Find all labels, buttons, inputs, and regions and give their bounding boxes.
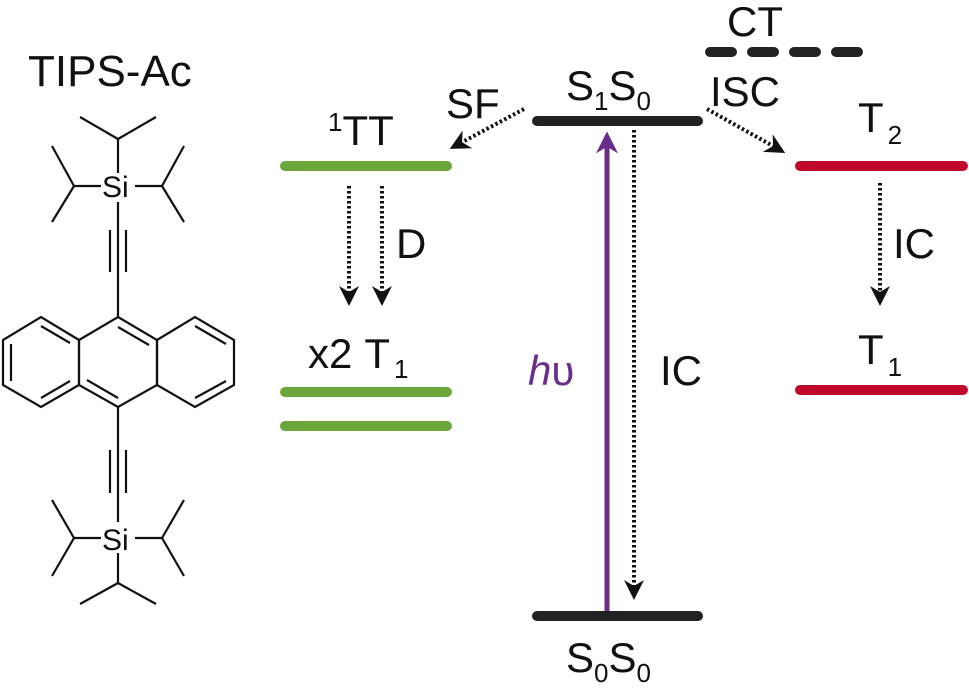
silicon-label-bottom: Si — [102, 524, 129, 557]
s0s0-label: S0S0 — [566, 634, 651, 688]
tips-acene-structure — [1, 116, 236, 605]
isc-label: ISC — [710, 68, 780, 115]
ic-label-center: IC — [660, 347, 702, 394]
hv-label: hυ — [528, 347, 574, 394]
silicon-label-top: Si — [102, 171, 129, 204]
molecule-name: TIPS-Ac — [28, 47, 192, 96]
sf-label: SF — [446, 80, 500, 127]
isc-arrow — [706, 107, 786, 153]
tt-label: 1TT — [328, 107, 394, 154]
sf-arrow — [449, 107, 525, 149]
s1s0-label: S1S0 — [566, 62, 651, 116]
ct-label: CT — [727, 0, 783, 45]
ic-label-right: IC — [893, 220, 935, 267]
d-label: D — [396, 220, 426, 267]
